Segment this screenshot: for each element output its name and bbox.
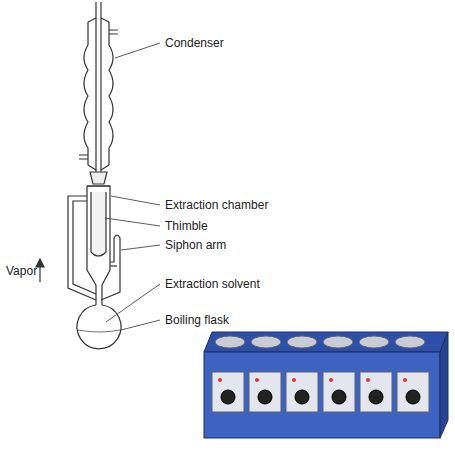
part-label: Extraction chamber bbox=[165, 198, 268, 212]
part-label: Siphon arm bbox=[165, 238, 226, 252]
part-label: Boiling flask bbox=[165, 313, 229, 327]
part-label: Extraction solvent bbox=[165, 277, 260, 291]
part-label: Vapor bbox=[6, 264, 37, 278]
heating-mantle bbox=[204, 332, 448, 438]
part-label: Thimble bbox=[165, 219, 208, 233]
part-label: Condenser bbox=[165, 36, 224, 50]
